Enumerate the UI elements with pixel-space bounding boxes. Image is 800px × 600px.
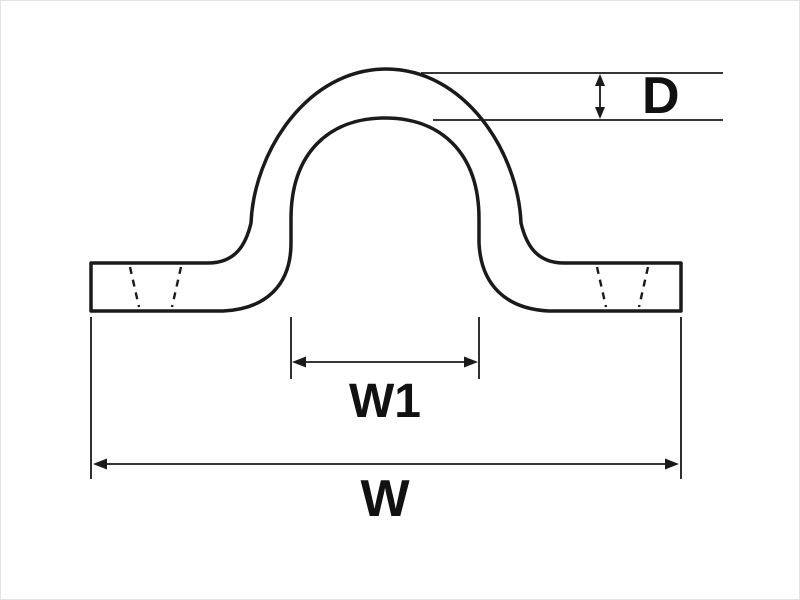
dimension-d: D xyxy=(421,67,723,125)
hidden-line xyxy=(637,266,650,308)
dimension-label-d: D xyxy=(642,67,680,125)
d-arrowhead-up-icon xyxy=(595,74,605,86)
dimension-label-w: W xyxy=(360,470,410,528)
dimension-label-w1: W1 xyxy=(349,375,421,428)
dimension-w: W xyxy=(90,317,682,528)
w1-arrowhead-left-icon xyxy=(292,356,306,368)
w-arrowhead-left-icon xyxy=(93,458,107,470)
pad-eye-profile-outline xyxy=(89,67,683,313)
hidden-hole-lines-left xyxy=(128,266,183,308)
hidden-line xyxy=(128,266,141,308)
d-arrowhead-down-icon xyxy=(595,107,605,119)
hidden-hole-lines-right xyxy=(595,266,650,308)
hidden-line xyxy=(170,266,183,308)
w1-arrowhead-right-icon xyxy=(464,356,478,368)
hidden-line xyxy=(595,266,608,308)
w-arrowhead-right-icon xyxy=(665,458,679,470)
dimension-w1: W1 xyxy=(290,317,480,428)
